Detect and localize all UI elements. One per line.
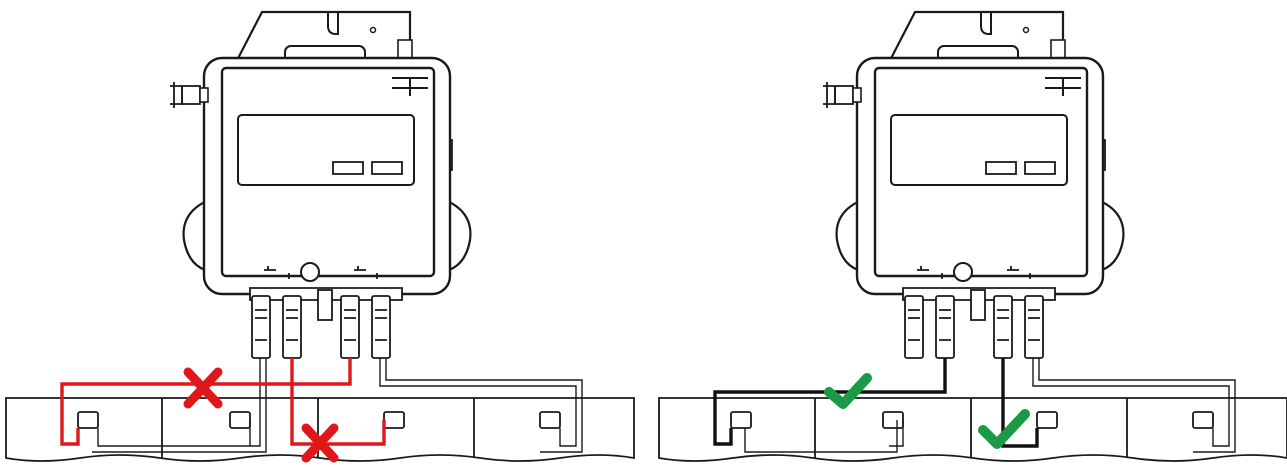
wrong-wiring: [60, 358, 386, 446]
cross-mark-icon: [183, 367, 223, 409]
module-leads-left: [92, 358, 583, 453]
panel-right-correct: [658, 10, 1287, 462]
microinverter-right: [821, 10, 1125, 360]
cross-mark-icon: [301, 423, 339, 463]
microinverter-left: [168, 10, 472, 360]
check-mark-icon: [824, 373, 872, 409]
panel-left-incorrect: [5, 10, 635, 463]
correct-wiring: [713, 358, 1039, 448]
check-mark-icon: [978, 409, 1030, 449]
